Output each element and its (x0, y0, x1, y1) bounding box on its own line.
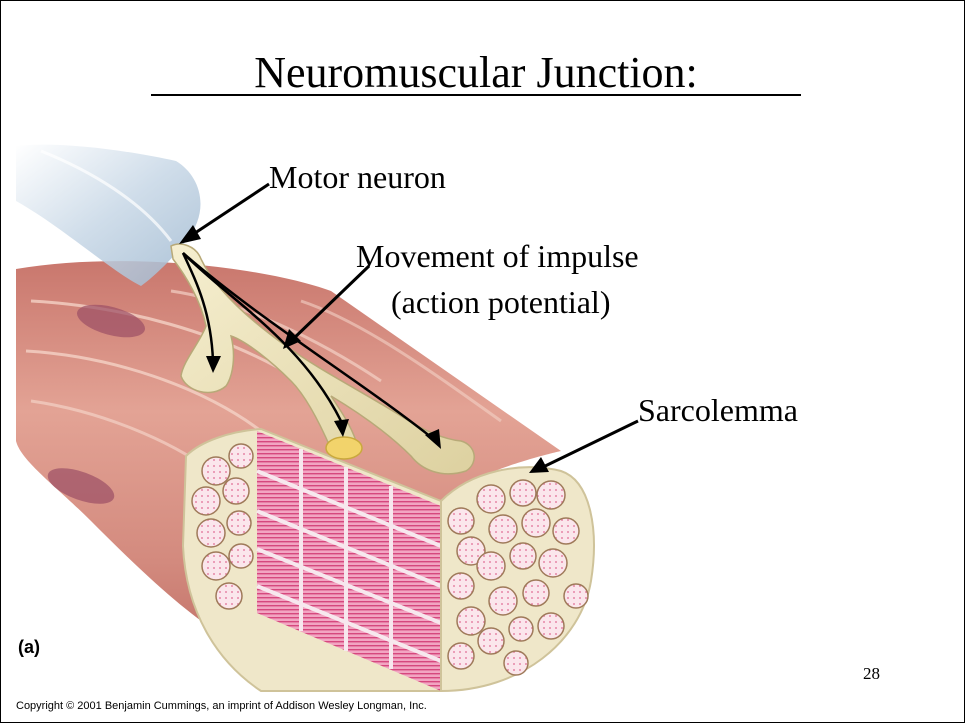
copyright-notice: Copyright © 2001 Benjamin Cummings, an i… (16, 700, 427, 712)
page-number: 28 (863, 664, 880, 684)
label-action-potential: (action potential) (391, 284, 610, 320)
synaptic-terminal (326, 437, 362, 459)
panel-label: (a) (18, 637, 40, 658)
label-movement-of-impulse: Movement of impulse (356, 238, 639, 274)
label-sarcolemma: Sarcolemma (638, 392, 798, 428)
fiber-end-face (441, 467, 594, 691)
label-motor-neuron: Motor neuron (269, 159, 446, 195)
